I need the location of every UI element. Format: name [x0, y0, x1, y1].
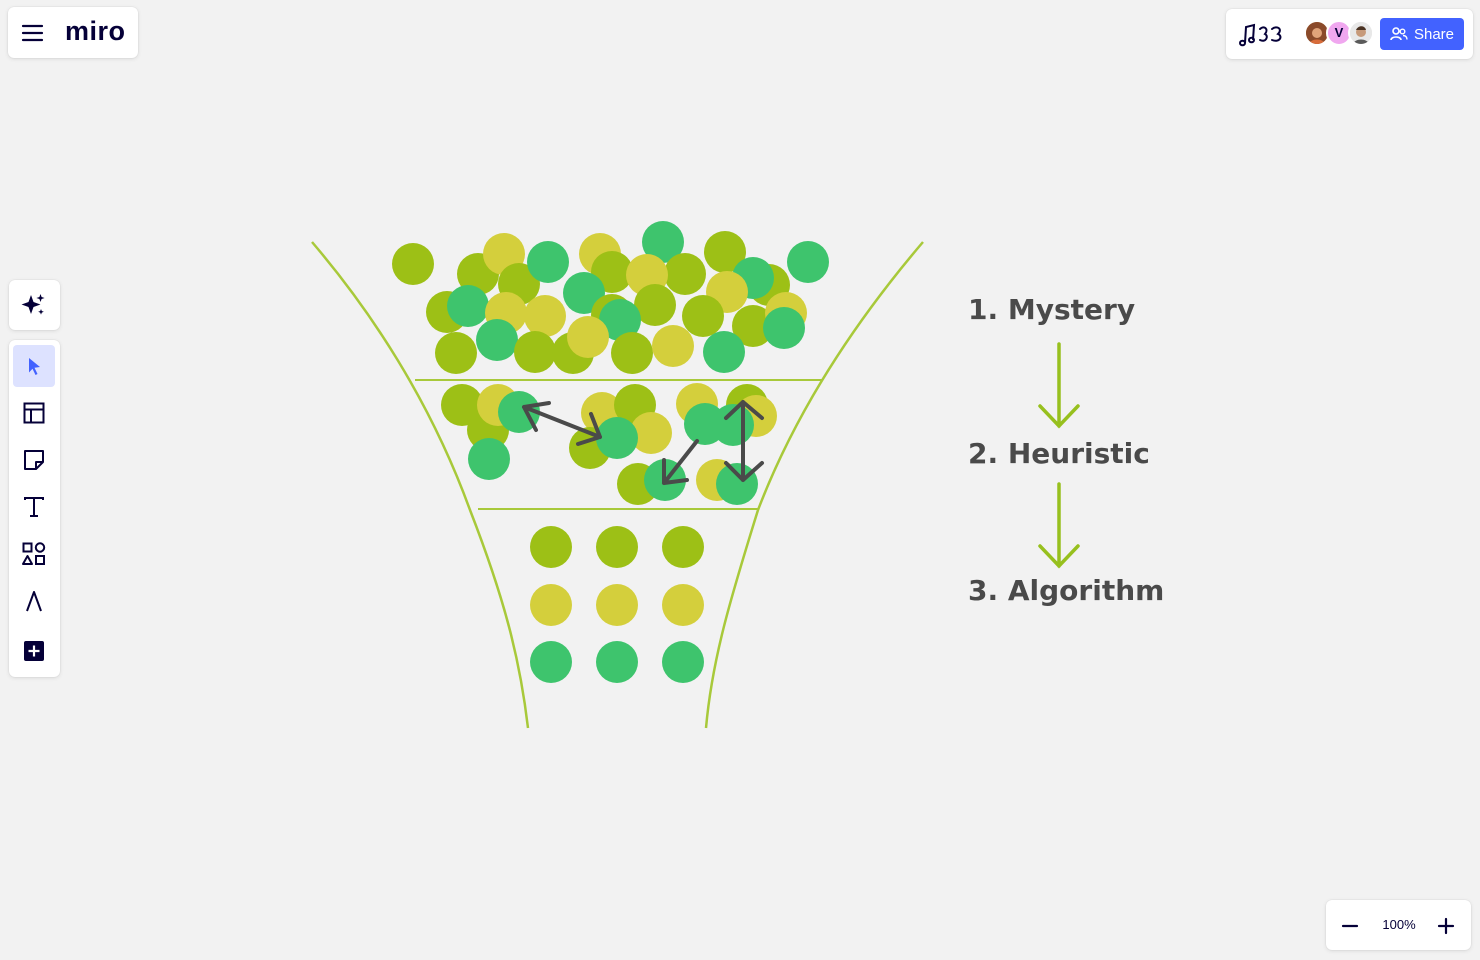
funnel-dot: [732, 305, 774, 347]
main-menu-button[interactable]: [20, 20, 46, 46]
funnel-dot: [611, 332, 653, 374]
funnel-dot: [524, 295, 566, 337]
miro-logo[interactable]: miro: [65, 16, 126, 46]
person-photo-icon: [1306, 22, 1328, 44]
funnel-dot: [662, 641, 704, 683]
share-label: Share: [1413, 25, 1455, 43]
funnel-dot: [704, 231, 746, 273]
tool-select[interactable]: [13, 345, 55, 387]
person-photo-icon: [1350, 22, 1372, 44]
funnel-right-edge: [704, 241, 924, 729]
ai-assist-panel: [9, 280, 60, 330]
funnel-dot: [514, 331, 556, 373]
funnel-diagram[interactable]: [311, 221, 924, 729]
funnel-dot: [596, 526, 638, 568]
top-right-bar: V Share: [1226, 9, 1473, 59]
tool-sticky-note[interactable]: [13, 439, 55, 481]
funnel-dot: [599, 299, 641, 341]
funnel-dot: [468, 438, 510, 480]
funnel-dot: [476, 319, 518, 361]
funnel-dot: [596, 417, 638, 459]
funnel-dot: [634, 284, 676, 326]
zoom-level[interactable]: 100%: [1382, 917, 1416, 932]
creation-toolbar: [9, 340, 60, 677]
funnel-left-edge: [311, 241, 530, 729]
funnel-dot: [652, 325, 694, 367]
step-label-heuristic[interactable]: 2. Heuristic: [968, 437, 1150, 470]
tool-shapes[interactable]: [13, 533, 55, 575]
funnel-dot: [530, 641, 572, 683]
step-arrow-1: [1038, 342, 1080, 429]
zoom-controls: 100%: [1326, 900, 1471, 950]
funnel-dot: [664, 253, 706, 295]
funnel-dot: [703, 331, 745, 373]
layout-icon: [23, 402, 45, 424]
funnel-dot: [630, 412, 672, 454]
people-icon: [1390, 27, 1408, 41]
ai-assist-button[interactable]: [13, 284, 55, 326]
zoom-out-button[interactable]: [1336, 912, 1364, 940]
funnel-dot: [787, 241, 829, 283]
sparkle-icon: [21, 294, 45, 315]
steps-flow[interactable]: [1038, 342, 1080, 569]
collaborator-avatar-3[interactable]: [1348, 20, 1374, 46]
step-arrow-2: [1038, 482, 1080, 569]
text-icon: [24, 497, 44, 517]
step-label-mystery[interactable]: 1. Mystery: [968, 293, 1136, 326]
step-label-algorithm[interactable]: 3. Algorithm: [968, 574, 1165, 607]
collaborator-avatar-1[interactable]: [1304, 20, 1330, 46]
funnel-dot: [447, 285, 489, 327]
arrow-double-horizontal: [522, 401, 602, 446]
funnel-dot: [662, 526, 704, 568]
movement-arrows: [522, 400, 764, 485]
hamburger-icon: [21, 24, 44, 42]
cursor-icon: [29, 358, 40, 375]
reactions-button[interactable]: [1236, 19, 1288, 49]
top-left-bar: miro: [8, 7, 138, 58]
funnel-dot: [716, 463, 758, 505]
shapes-icon: [22, 542, 46, 565]
funnel-dot: [596, 584, 638, 626]
tool-pen[interactable]: [13, 580, 55, 622]
funnel-dot: [763, 307, 805, 349]
funnel-dot: [662, 584, 704, 626]
arrow-diagonal: [662, 439, 699, 485]
funnel-dot: [441, 384, 483, 426]
minus-icon: [1341, 924, 1359, 928]
tool-text[interactable]: [13, 486, 55, 528]
funnel-dot: [642, 221, 684, 263]
sticky-note-icon: [24, 450, 44, 470]
tool-templates[interactable]: [13, 392, 55, 434]
funnel-dot: [596, 641, 638, 683]
plus-square-icon: [24, 641, 44, 661]
zoom-in-button[interactable]: [1432, 912, 1460, 940]
funnel-dot: [682, 295, 724, 337]
funnel-dot: [530, 584, 572, 626]
share-button[interactable]: Share: [1380, 18, 1464, 50]
music-notes-icon: [1238, 23, 1282, 47]
funnel-dot: [567, 316, 609, 358]
arrow-double-vertical: [724, 400, 764, 482]
funnel-dot: [498, 391, 540, 433]
pen-icon: [26, 591, 42, 612]
funnel-dot: [527, 241, 569, 283]
funnel-dot: [392, 243, 434, 285]
funnel-dot: [435, 332, 477, 374]
plus-icon: [1437, 917, 1455, 935]
tool-more[interactable]: [13, 630, 55, 672]
funnel-dots: [392, 221, 829, 683]
funnel-dot: [530, 526, 572, 568]
